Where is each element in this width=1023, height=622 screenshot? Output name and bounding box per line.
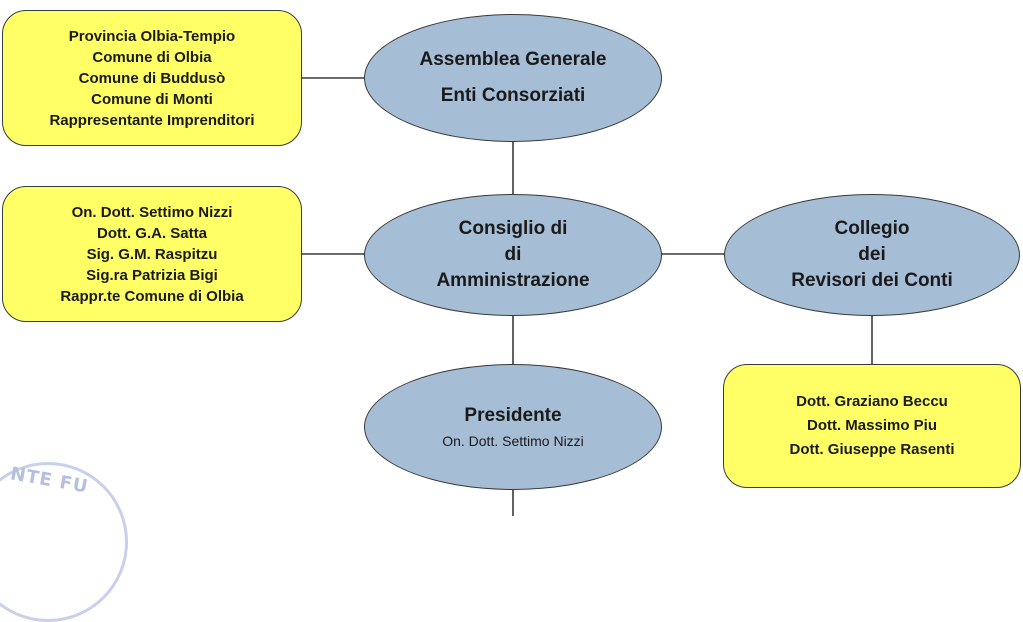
consiglio-members-box: On. Dott. Settimo Nizzi Dott. G.A. Satta… <box>2 186 302 322</box>
consiglio-title-line1: Consiglio di <box>458 218 568 239</box>
consiglio-member: Sig. G.M. Raspitzu <box>86 245 218 263</box>
consiglio-oval: Consiglio di di Amministrazione <box>364 194 662 316</box>
consiglio-member: Dott. G.A. Satta <box>96 224 207 242</box>
collegio-title-line1: Collegio <box>834 218 910 239</box>
consiglio-title-line2: di <box>504 244 522 265</box>
assemblea-member: Comune di Buddusò <box>78 69 226 87</box>
collegio-member: Dott. Graziano Beccu <box>796 393 948 410</box>
collegio-title-line2: dei <box>858 244 886 265</box>
presidente-title: Presidente <box>464 405 562 426</box>
collegio-member: Dott. Massimo Piu <box>806 417 937 434</box>
assemblea-member: Provincia Olbia-Tempio <box>68 27 236 45</box>
collegio-oval: Collegio dei Revisori dei Conti <box>724 194 1020 316</box>
connector-lines <box>300 77 873 516</box>
consiglio-title-line3: Amministrazione <box>436 270 590 291</box>
consiglio-member: Sig.ra Patrizia Bigi <box>86 266 218 284</box>
collegio-title-line3: Revisori dei Conti <box>791 270 953 291</box>
assemblea-title-line2: Enti Consorziati <box>440 85 586 106</box>
assemblea-member: Rappresentante Imprenditori <box>49 111 255 129</box>
assemblea-member: Comune di Olbia <box>92 48 212 66</box>
assemblea-oval: Assemblea Generale Enti Consorziati <box>364 14 662 142</box>
presidente-name: On. Dott. Settimo Nizzi <box>442 433 584 449</box>
presidente-oval: Presidente On. Dott. Settimo Nizzi <box>364 364 662 490</box>
collegio-member: Dott. Giuseppe Rasenti <box>789 441 955 458</box>
assemblea-member: Comune di Monti <box>91 90 213 108</box>
consiglio-member: On. Dott. Settimo Nizzi <box>71 203 233 221</box>
assemblea-title-line1: Assemblea Generale <box>419 49 607 70</box>
assemblea-members-box: Provincia Olbia-Tempio Comune di Olbia C… <box>2 10 302 146</box>
consiglio-member: Rappr.te Comune di Olbia <box>60 287 244 305</box>
collegio-members-box: Dott. Graziano Beccu Dott. Massimo Piu D… <box>723 364 1021 488</box>
